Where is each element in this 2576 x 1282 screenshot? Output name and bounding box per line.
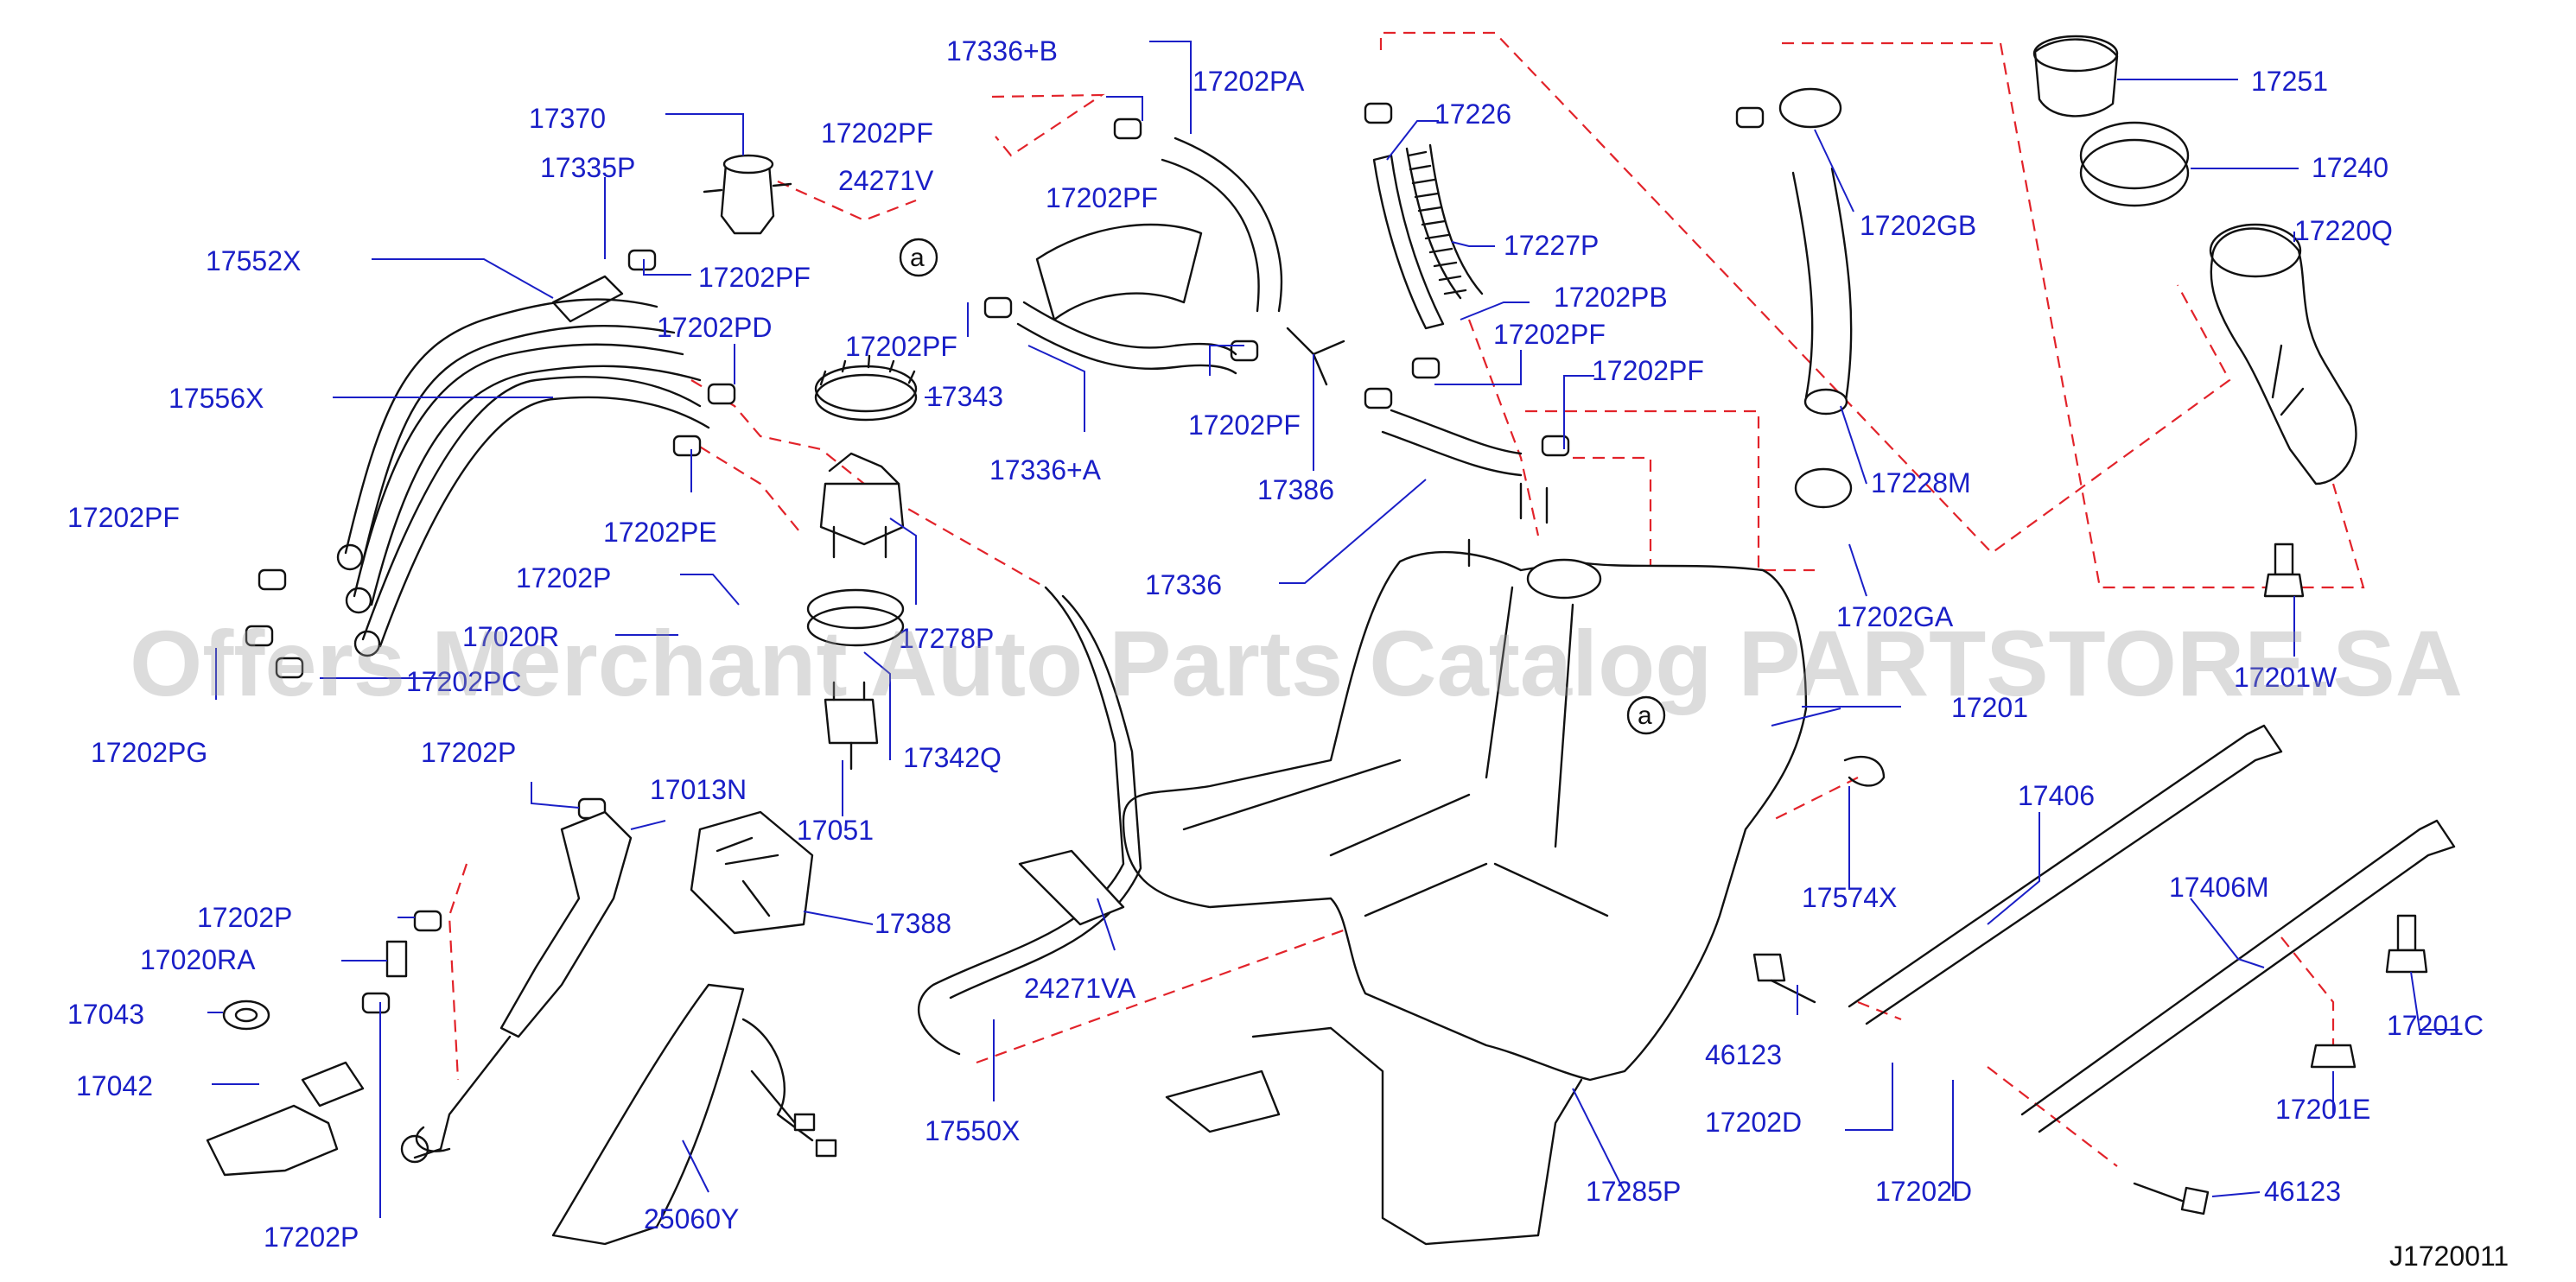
label-17336a[interactable]: 17336+A <box>989 454 1102 486</box>
label-17386[interactable]: 17386 <box>1257 474 1334 505</box>
label-24271va[interactable]: 24271VA <box>1024 973 1136 1004</box>
label-17020ra[interactable]: 17020RA <box>140 944 256 975</box>
label-17227p[interactable]: 17227P <box>1504 230 1599 261</box>
label-17202pf-d[interactable]: 17202PF <box>845 331 957 362</box>
connector-marker-2: a <box>1626 695 1666 735</box>
label-17406[interactable]: 17406 <box>2018 780 2095 811</box>
label-17202pb[interactable]: 17202PB <box>1554 282 1668 313</box>
label-17202pf-g[interactable]: 17202PF <box>1493 319 1606 350</box>
label-17202p-b[interactable]: 17202P <box>421 737 516 768</box>
label-17051[interactable]: 17051 <box>797 815 874 846</box>
label-17202pf-h[interactable]: 17202PF <box>1592 355 1704 386</box>
label-17201c[interactable]: 17201C <box>2387 1010 2484 1041</box>
label-17202ga[interactable]: 17202GA <box>1836 601 1954 632</box>
label-17042[interactable]: 17042 <box>76 1070 153 1101</box>
label-17202p-d[interactable]: 17202P <box>264 1222 359 1253</box>
label-17226[interactable]: 17226 <box>1434 98 1511 130</box>
label-17202d-b[interactable]: 17202D <box>1875 1176 1972 1207</box>
label-17202pc[interactable]: 17202PC <box>406 666 521 697</box>
label-17202pd[interactable]: 17202PD <box>657 312 772 343</box>
label-17228m[interactable]: 17228M <box>1871 467 1971 498</box>
svg-text:a: a <box>1638 701 1652 730</box>
label-46123-a[interactable]: 46123 <box>1705 1039 1782 1070</box>
label-17201w[interactable]: 17201W <box>2234 662 2337 693</box>
label-17202pf-b[interactable]: 17202PF <box>698 262 811 293</box>
label-17020r[interactable]: 17020R <box>462 621 559 652</box>
label-17202pe[interactable]: 17202PE <box>603 517 717 548</box>
leader-lines <box>207 41 2458 1218</box>
label-17278p[interactable]: 17278P <box>899 623 994 654</box>
label-17202pf-e[interactable]: 17202PF <box>1188 409 1301 441</box>
label-17388[interactable]: 17388 <box>875 908 951 939</box>
label-17202pf-a[interactable]: 17202PF <box>821 117 933 149</box>
label-17574x[interactable]: 17574X <box>1802 882 1897 913</box>
label-17220q[interactable]: 17220Q <box>2294 215 2393 246</box>
label-17202d-a[interactable]: 17202D <box>1705 1107 1802 1138</box>
label-46123-b[interactable]: 46123 <box>2264 1176 2341 1207</box>
label-17342q[interactable]: 17342Q <box>903 742 1002 773</box>
label-17202p-a[interactable]: 17202P <box>516 562 611 593</box>
diagram-reference-code: J1720011 <box>2389 1241 2509 1272</box>
label-17251[interactable]: 17251 <box>2251 66 2328 97</box>
label-17202pa[interactable]: 17202PA <box>1193 66 1305 97</box>
svg-text:a: a <box>910 244 925 272</box>
label-17202pg[interactable]: 17202PG <box>91 737 207 768</box>
label-17335p[interactable]: 17335P <box>540 152 635 183</box>
label-17043[interactable]: 17043 <box>67 999 144 1030</box>
label-17201e[interactable]: 17201E <box>2275 1094 2370 1125</box>
label-17013n[interactable]: 17013N <box>650 774 747 805</box>
label-24271v[interactable]: 24271V <box>838 165 934 196</box>
label-25060y[interactable]: 25060Y <box>644 1203 739 1234</box>
label-17336[interactable]: 17336 <box>1145 569 1222 600</box>
fuel-tank-17201 <box>1122 550 1808 1082</box>
part-drawings <box>206 35 2456 1246</box>
label-17285p[interactable]: 17285P <box>1586 1176 1681 1207</box>
label-17202gb[interactable]: 17202GB <box>1860 210 1976 241</box>
label-17556x[interactable]: 17556X <box>169 383 264 414</box>
label-17552x[interactable]: 17552X <box>206 245 301 276</box>
canister-17370 <box>720 162 775 235</box>
label-17343[interactable]: 17343 <box>926 381 1003 412</box>
watermark-text: Offers Merchant Auto Parts Catalog PARTS… <box>130 611 2463 715</box>
connector-marker-1: a <box>899 238 938 277</box>
label-17202pf-c[interactable]: 17202PF <box>1046 182 1158 213</box>
label-17240[interactable]: 17240 <box>2312 152 2388 183</box>
label-17336b[interactable]: 17336+B <box>946 35 1058 67</box>
label-17550x[interactable]: 17550X <box>925 1115 1020 1146</box>
label-17406m[interactable]: 17406M <box>2169 872 2269 903</box>
label-17202pf-f[interactable]: 17202PF <box>67 502 180 533</box>
label-17370[interactable]: 17370 <box>529 103 606 134</box>
part-labels: 17336+B 17202PA 17370 17202PF 24271V 173… <box>67 35 2484 1253</box>
hose-17552x <box>344 298 658 555</box>
label-17201[interactable]: 17201 <box>1951 692 2028 723</box>
label-17202p-c[interactable]: 17202P <box>197 902 292 933</box>
